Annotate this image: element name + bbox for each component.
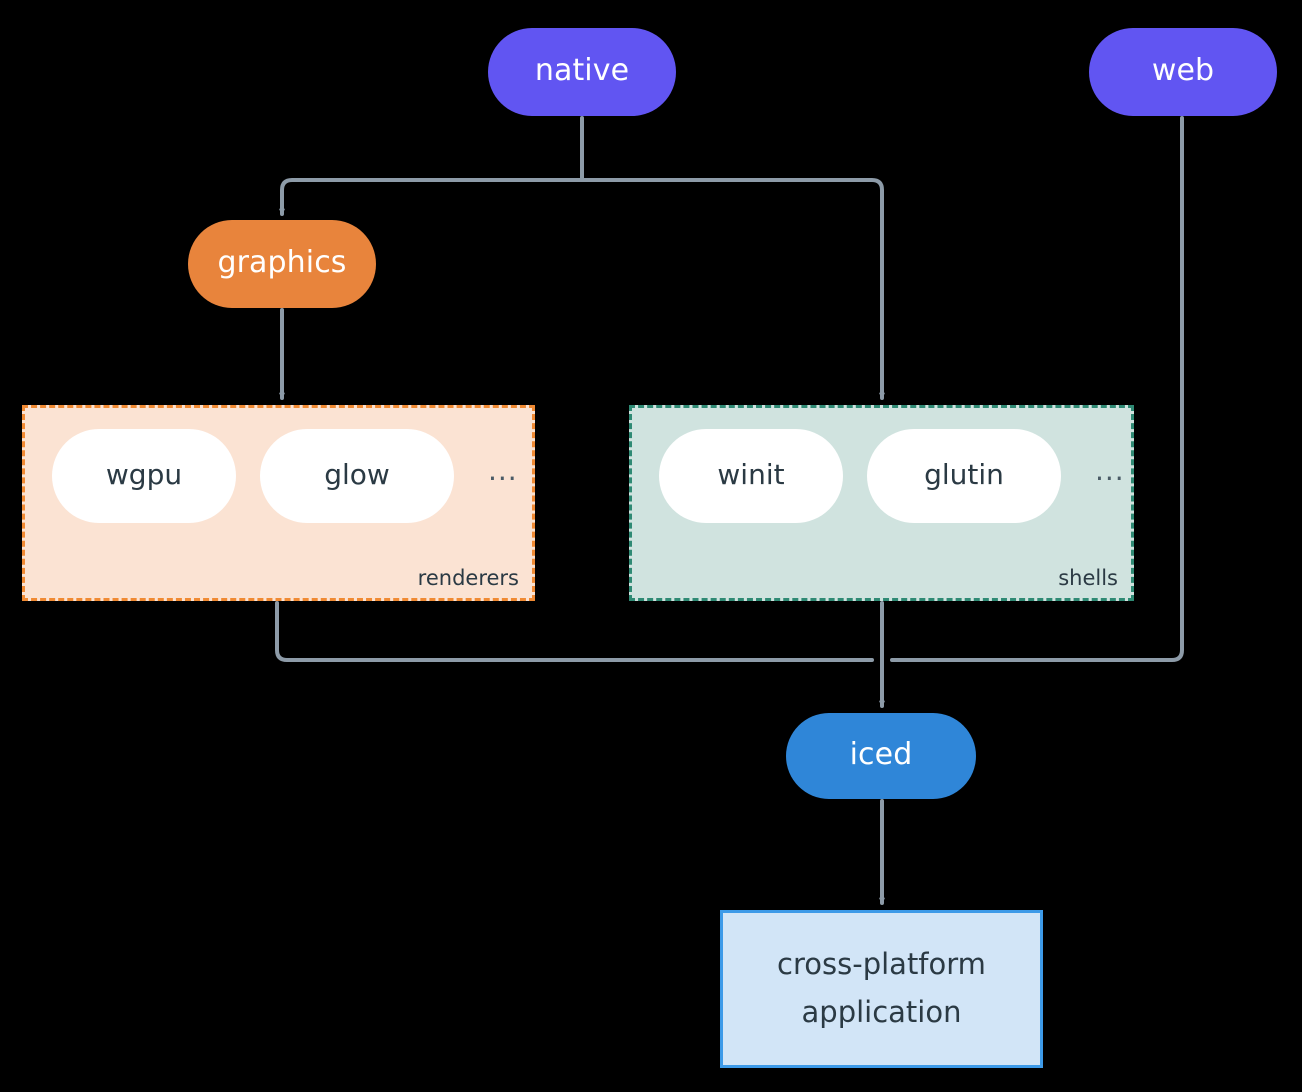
renderers-more-ellipsis: ... <box>488 454 518 487</box>
group-shells: winit glutin ... shells <box>629 405 1134 601</box>
node-web[interactable]: web <box>1089 28 1277 116</box>
node-native-label: native <box>534 53 630 88</box>
edge-native-to-shells <box>580 178 885 400</box>
chip-glutin[interactable]: glutin <box>867 429 1061 523</box>
chip-winit-label: winit <box>717 458 785 491</box>
node-application-line2: application <box>801 995 962 1029</box>
shells-more-ellipsis: ... <box>1095 454 1125 487</box>
chip-glow-label: glow <box>324 458 390 491</box>
node-graphics-label: graphics <box>217 245 347 280</box>
node-graphics[interactable]: graphics <box>188 220 376 308</box>
chip-wgpu-label: wgpu <box>105 458 183 491</box>
node-native[interactable]: native <box>488 28 676 116</box>
chip-glow[interactable]: glow <box>260 429 454 523</box>
node-iced[interactable]: iced <box>786 713 976 799</box>
edge-web-to-iced <box>890 116 1184 662</box>
node-application-line1: cross-platform <box>777 947 986 982</box>
group-renderers-label: renderers <box>417 566 519 590</box>
node-iced-label: iced <box>849 737 913 772</box>
group-shells-label: shells <box>1058 566 1118 590</box>
chip-glutin-label: glutin <box>924 458 1004 491</box>
edge-renderers-to-iced <box>275 601 874 662</box>
edge-native-to-graphics <box>279 178 584 216</box>
chip-winit[interactable]: winit <box>659 429 843 523</box>
group-shells-items: winit glutin ... <box>632 408 1125 523</box>
chip-wgpu[interactable]: wgpu <box>52 429 236 523</box>
group-renderers-items: wgpu glow ... <box>25 408 518 523</box>
node-web-label: web <box>1151 53 1215 88</box>
node-cross-platform-application[interactable]: cross-platform application <box>720 910 1043 1068</box>
group-renderers: wgpu glow ... renderers <box>22 405 535 601</box>
